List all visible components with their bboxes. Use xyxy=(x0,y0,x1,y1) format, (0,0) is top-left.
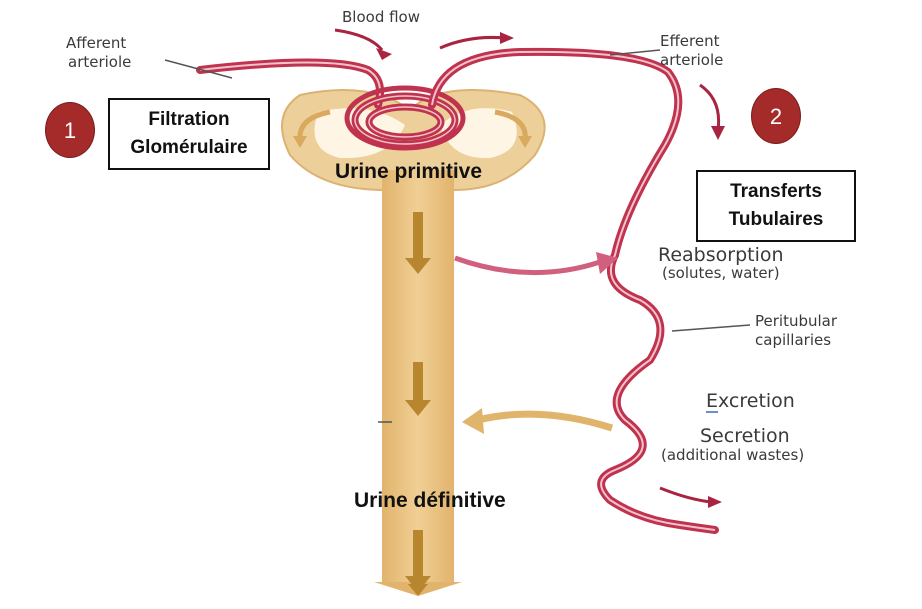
efferent-pointer xyxy=(609,49,661,56)
step-2-badge: 2 xyxy=(751,88,801,144)
secretion-sub-label: (additional wastes) xyxy=(661,446,805,464)
secretion-label: Secretion xyxy=(700,425,790,447)
urine-primitive-label: Urine primitive xyxy=(335,160,483,183)
afferent-pointer xyxy=(164,59,233,79)
afferent-label-line2: arteriole xyxy=(68,53,132,71)
blood-flow-label: Blood flow xyxy=(342,8,420,26)
step-1-box: Filtration Glomérulaire xyxy=(108,98,270,170)
step-1-line2: Glomérulaire xyxy=(130,137,248,158)
step-1-badge: 1 xyxy=(45,102,95,158)
efferent-label-line2: arteriole xyxy=(660,51,724,69)
efferent-label-line1: Efferent xyxy=(660,32,720,50)
secretion-arrow xyxy=(477,410,614,432)
step-2-box: Transferts Tubulaires xyxy=(696,170,856,242)
reabsorption-arrow xyxy=(454,255,601,276)
reabsorption-label: Reabsorption xyxy=(658,244,784,266)
step-1-line1: Filtration xyxy=(148,109,230,130)
tubule-flow-arrows xyxy=(405,212,431,592)
step-2-line2: Tubulaires xyxy=(728,209,824,230)
peritubular-pointer xyxy=(671,324,751,332)
urine-definitive-label: Urine définitive xyxy=(354,489,506,512)
step-2-line1: Transferts xyxy=(730,181,822,202)
excretion-label: Excretion xyxy=(706,390,795,412)
afferent-label-line1: Afferent xyxy=(66,34,127,52)
reabsorption-sub-label: (solutes, water) xyxy=(662,264,780,282)
peritubular-label-line1: Peritubular xyxy=(755,312,838,330)
peritubular-label-line2: capillaries xyxy=(755,331,832,349)
